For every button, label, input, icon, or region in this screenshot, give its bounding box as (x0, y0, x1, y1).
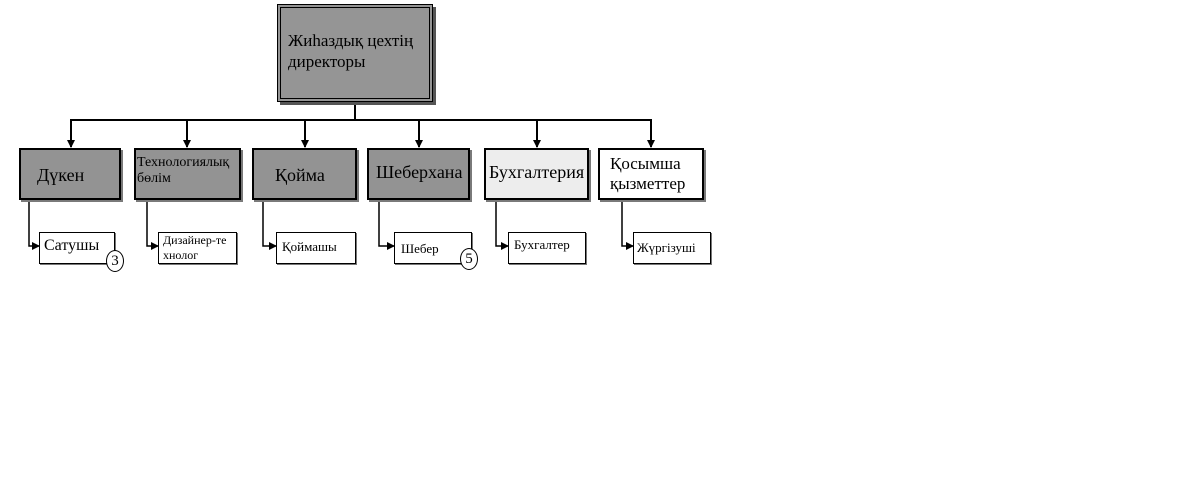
dept-box-workshop: Шеберхана (367, 148, 470, 200)
director-box: Жиһаздық цехтің директоры (277, 4, 433, 102)
role-box-designer: Дизайнер-технолог (158, 232, 237, 264)
dept-box-technology: Технологиялық бөлім (134, 148, 241, 200)
dept-box-extra-services: Қосымша қызметтер (598, 148, 704, 200)
role-box-seller: Сатушы (39, 232, 115, 264)
role-label: Шебер (401, 241, 439, 256)
count-badge: 3 (106, 250, 124, 272)
arrow-sub-6 (621, 200, 634, 250)
role-box-driver: Жүргізуші (633, 232, 711, 264)
dept-box-warehouse: Қойма (252, 148, 357, 200)
dept-label: Технологиялық бөлім (137, 155, 230, 186)
dept-label: Бухгалтерия (489, 162, 585, 182)
count-badge: 5 (460, 248, 478, 270)
arrow-sub-4 (378, 200, 395, 250)
role-box-accountant: Бухгалтер (508, 232, 586, 264)
director-label: Жиһаздық цехтің директоры (288, 31, 414, 71)
arrow-sub-5 (495, 200, 509, 250)
role-box-storekeeper: Қоймашы (276, 232, 356, 264)
dept-label: Дүкен (37, 165, 85, 185)
arrow-sub-2 (146, 200, 159, 250)
dept-label: Қойма (275, 165, 325, 185)
role-label: Қоймашы (282, 239, 337, 254)
role-label: Жүргізуші (637, 240, 696, 255)
role-label: Дизайнер-технолог (163, 233, 227, 262)
dept-label: Шеберхана (376, 162, 463, 182)
arrow-sub-1 (28, 200, 40, 250)
dept-box-accounting: Бухгалтерия (484, 148, 589, 200)
dept-label: Қосымша қызметтер (610, 154, 686, 193)
dept-box-shop: Дүкен (19, 148, 121, 200)
role-label: Сатушы (44, 237, 100, 254)
role-label: Бухгалтер (514, 237, 570, 252)
arrow-sub-3 (262, 200, 277, 250)
